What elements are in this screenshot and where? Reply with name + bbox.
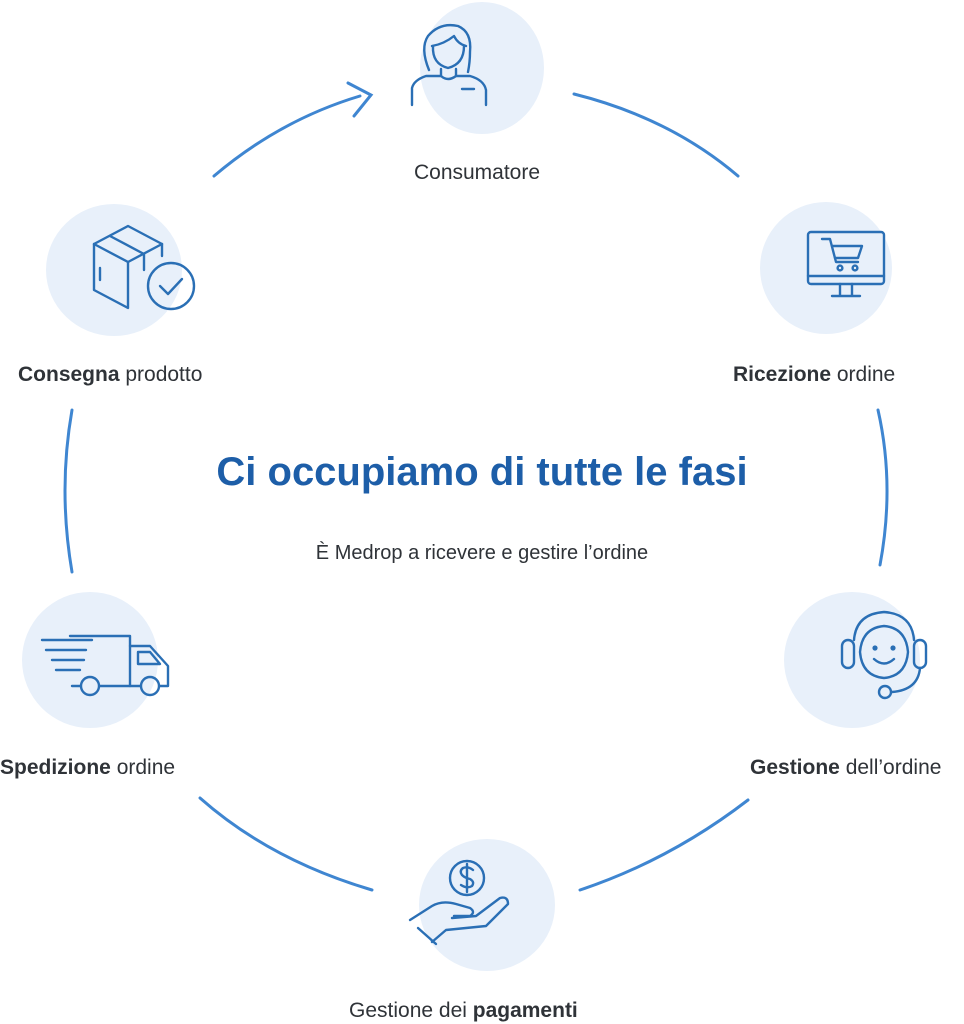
arc-delivery-to-consumer bbox=[212, 94, 362, 178]
payments-label-text: Gestione dei bbox=[349, 999, 473, 1022]
shipping-blob bbox=[22, 592, 158, 728]
arc-consumer-to-receipt bbox=[572, 92, 740, 178]
arrowhead bbox=[346, 81, 374, 118]
step-label-payments: Gestione dei pagamenti bbox=[349, 1000, 578, 1021]
order-management-blob bbox=[784, 592, 920, 728]
step-label-order-receipt: Ricezione ordine bbox=[733, 364, 895, 385]
truck-icon bbox=[40, 634, 170, 697]
shipping-label-text: ordine bbox=[110, 756, 176, 779]
delivery-label-bold: Consegna bbox=[18, 363, 120, 386]
order-receipt-blob bbox=[760, 202, 892, 334]
woman-avatar-icon bbox=[410, 23, 488, 107]
diagram-subtitle: È Medrop a ricevere e gestire l’ordine bbox=[315, 542, 649, 564]
step-label-order-management: Gestione dell’ordine bbox=[750, 757, 941, 778]
payments-label-bold: pagamenti bbox=[472, 999, 578, 1022]
step-label-consumer: Consumatore bbox=[0, 162, 954, 183]
arc-shipping-to-delivery bbox=[63, 408, 74, 574]
arc-payments-to-shipping bbox=[198, 796, 374, 892]
consumer-blob bbox=[420, 2, 544, 134]
diagram-title: Ci occupiamo di tutte le fasi bbox=[216, 450, 748, 494]
shipping-label-bold: Spedizione bbox=[0, 756, 111, 779]
payments-blob bbox=[419, 839, 555, 971]
delivery-label-text: prodotto bbox=[119, 363, 203, 386]
box-check-icon bbox=[92, 224, 196, 311]
order-management-label-bold: Gestione bbox=[750, 756, 840, 779]
order-management-label-text: dell’ordine bbox=[839, 756, 942, 779]
order-receipt-label-bold: Ricezione bbox=[733, 363, 832, 386]
delivery-blob bbox=[46, 204, 182, 336]
step-label-delivery: Consegna prodotto bbox=[18, 364, 202, 385]
hand-coin-icon bbox=[408, 859, 510, 946]
step-label-shipping: Spedizione ordine bbox=[0, 757, 175, 778]
consumer-label-text: Consumatore bbox=[413, 161, 541, 184]
order-receipt-label-text: ordine bbox=[831, 363, 896, 386]
arc-receipt-to-management bbox=[876, 408, 889, 567]
headset-smile-icon bbox=[840, 610, 928, 700]
monitor-cart-icon bbox=[806, 230, 886, 298]
arc-management-to-payments bbox=[578, 798, 750, 892]
